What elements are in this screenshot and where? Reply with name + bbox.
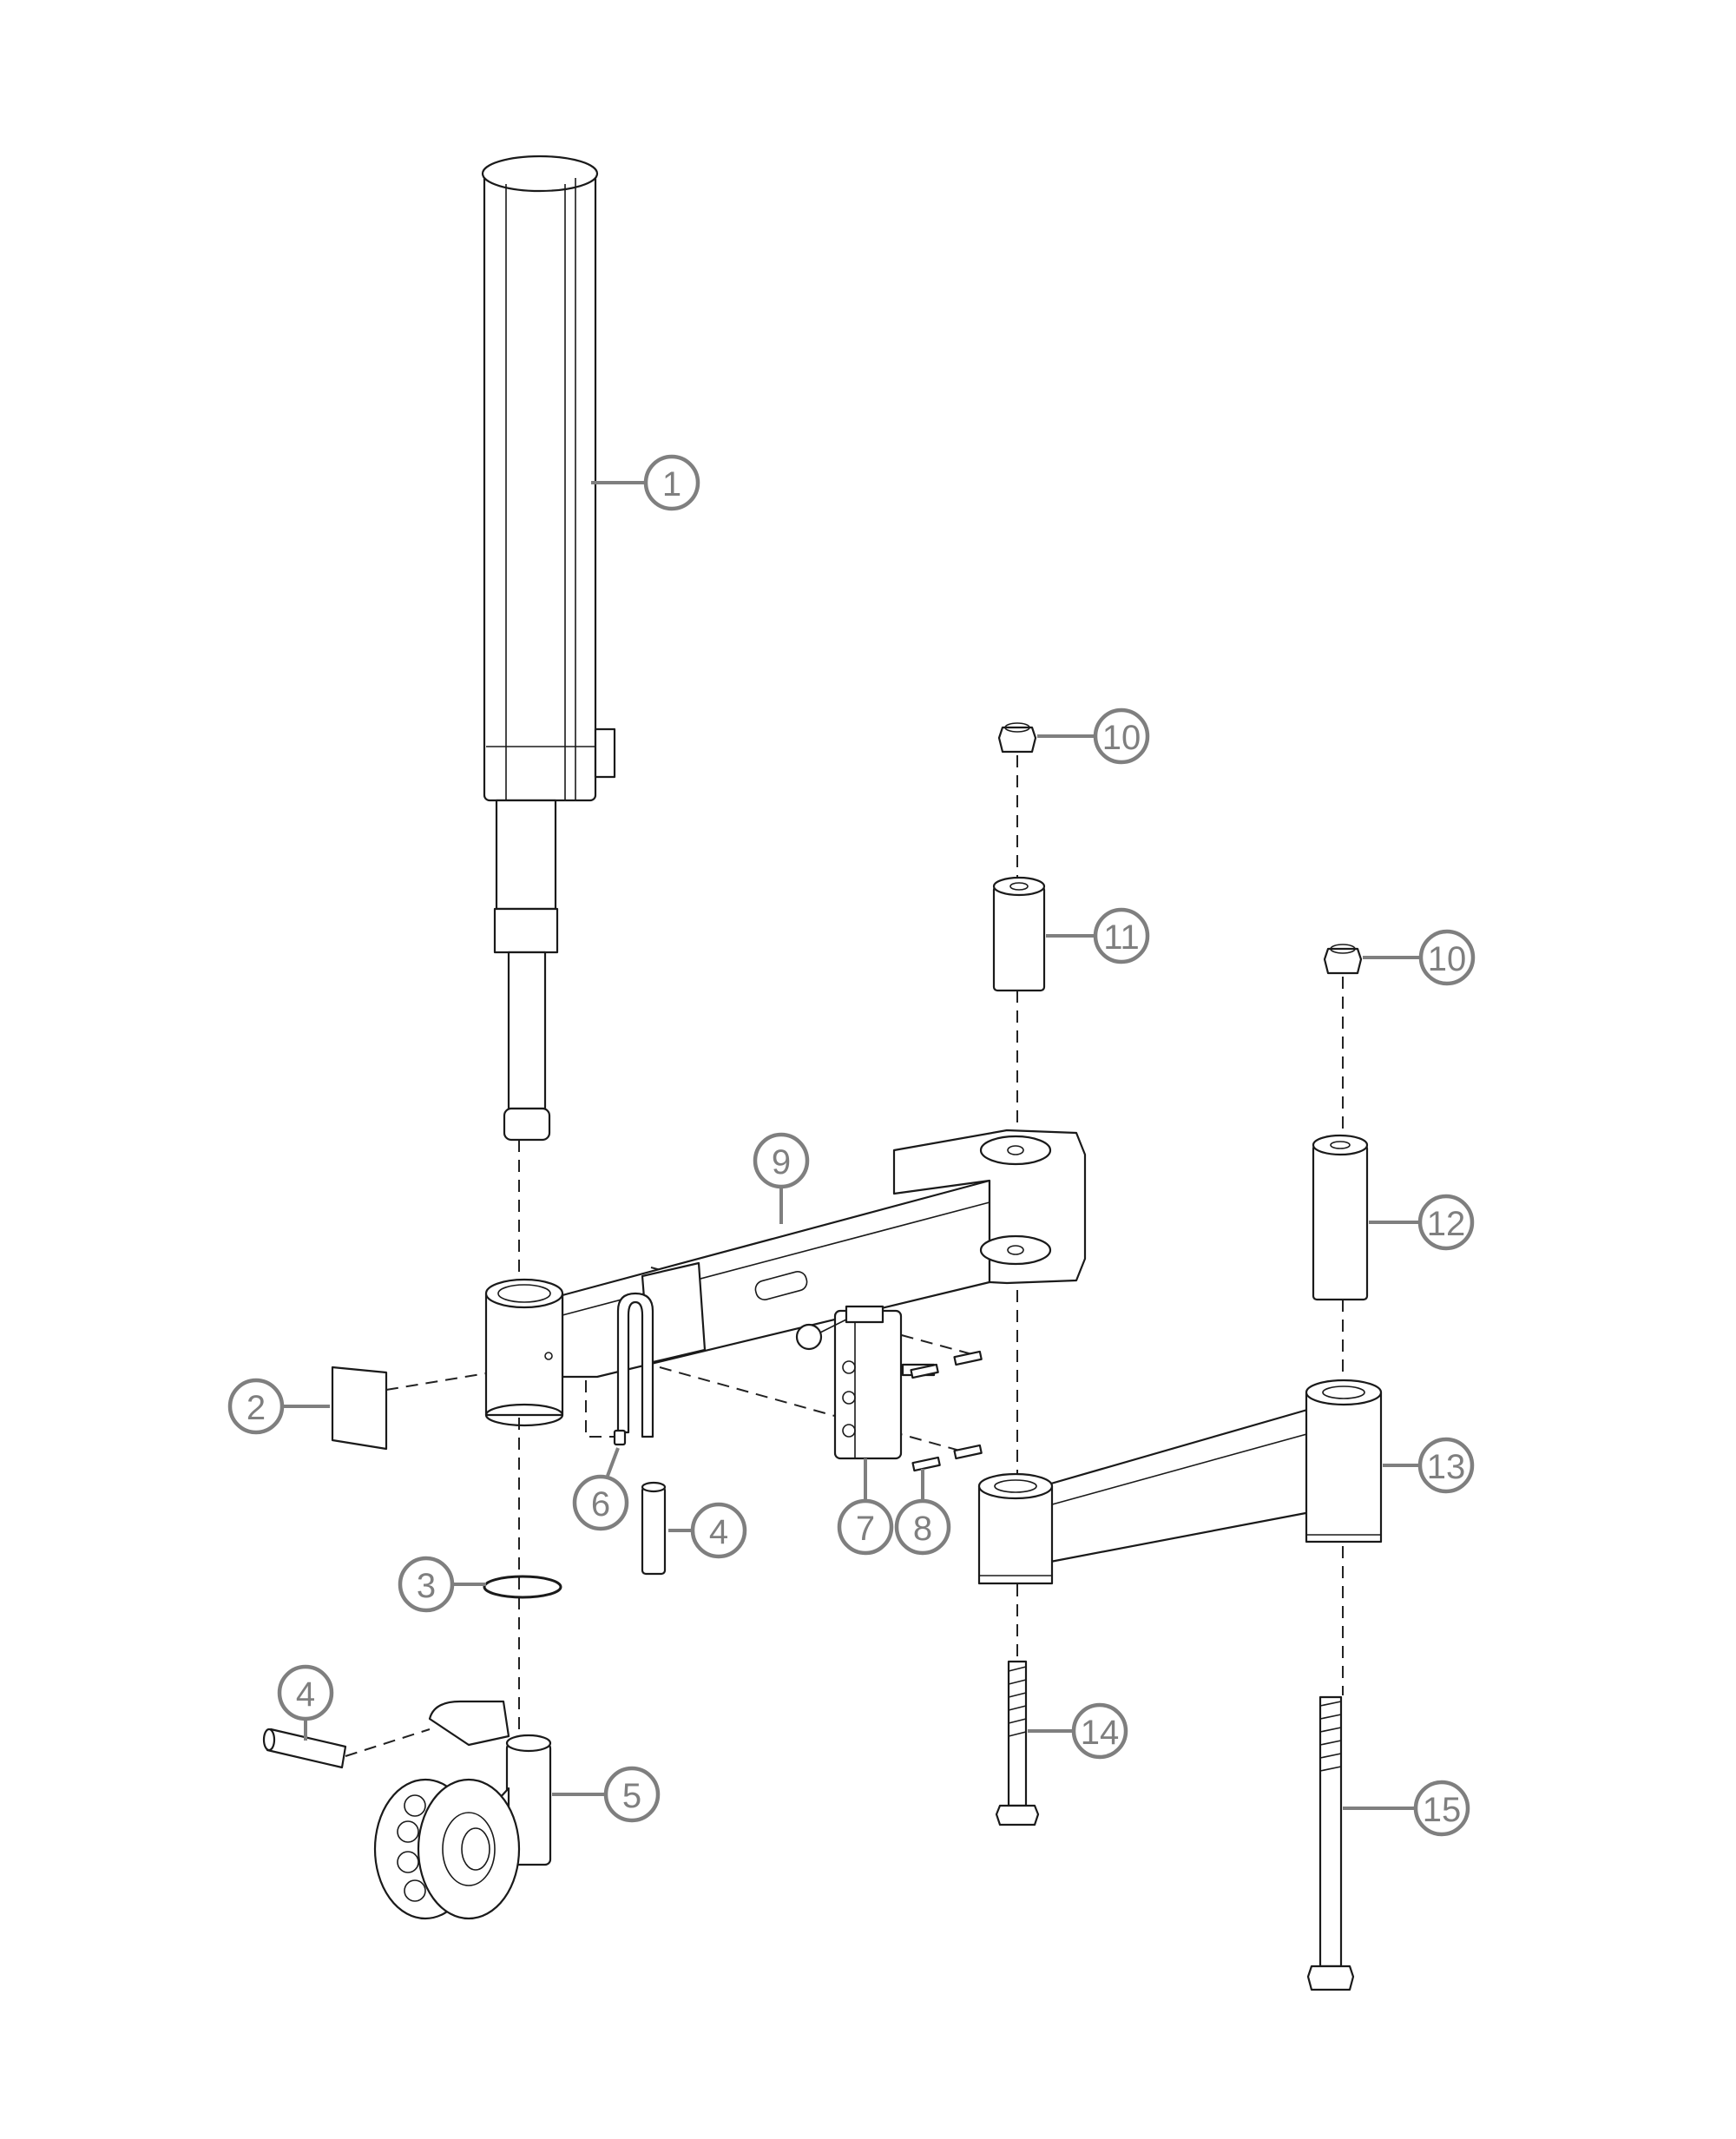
callout-10-upper: 10 bbox=[1093, 708, 1150, 765]
part-8-screws bbox=[910, 1350, 983, 1472]
callout-label: 13 bbox=[1427, 1448, 1466, 1486]
callout-5: 5 bbox=[603, 1766, 661, 1823]
callout-7: 7 bbox=[837, 1498, 894, 1556]
callout-11: 11 bbox=[1093, 907, 1150, 964]
callout-label: 9 bbox=[772, 1143, 791, 1181]
callout-9: 9 bbox=[753, 1132, 810, 1189]
part-2-plate bbox=[331, 1366, 388, 1451]
part-10-nut-right bbox=[1323, 944, 1363, 975]
callout-label: 10 bbox=[1428, 940, 1467, 978]
callout-8: 8 bbox=[894, 1498, 951, 1556]
callout-label: 12 bbox=[1427, 1205, 1466, 1243]
part-1-column bbox=[481, 155, 616, 1142]
part-6-set-screw bbox=[613, 1429, 627, 1446]
leader-lines bbox=[282, 481, 1421, 1810]
callout-label: 2 bbox=[247, 1389, 266, 1427]
part-12-spacer bbox=[1312, 1134, 1369, 1301]
callout-label: 1 bbox=[662, 465, 681, 503]
callout-label: 7 bbox=[856, 1510, 875, 1548]
callout-label: 11 bbox=[1103, 918, 1140, 957]
callout-label: 15 bbox=[1423, 1791, 1462, 1829]
callout-4-upper: 4 bbox=[690, 1502, 747, 1559]
part-3-ring bbox=[483, 1575, 562, 1599]
callout-label: 10 bbox=[1102, 719, 1141, 757]
part-15-bolt bbox=[1306, 1695, 1355, 1991]
callout-label: 4 bbox=[296, 1675, 315, 1714]
callout-label: 6 bbox=[591, 1485, 610, 1524]
callout-13: 13 bbox=[1417, 1437, 1475, 1494]
callout-label: 8 bbox=[913, 1510, 932, 1548]
callout-3: 3 bbox=[398, 1556, 455, 1613]
callout-10-right: 10 bbox=[1418, 929, 1476, 986]
part-14-bolt bbox=[995, 1660, 1040, 1826]
callout-15: 15 bbox=[1413, 1780, 1470, 1837]
callout-label: 5 bbox=[622, 1777, 641, 1815]
callout-6: 6 bbox=[572, 1474, 629, 1531]
part-11-spacer bbox=[992, 876, 1046, 992]
callout-label: 3 bbox=[417, 1567, 436, 1605]
part-9-main-arm bbox=[484, 1129, 1087, 1438]
callout-2: 2 bbox=[227, 1378, 285, 1435]
callout-12: 12 bbox=[1417, 1194, 1475, 1251]
part-7-valve bbox=[795, 1305, 936, 1460]
callout-label: 14 bbox=[1081, 1714, 1120, 1752]
part-4-pin-lower bbox=[262, 1728, 347, 1769]
part-4-pin-upper bbox=[641, 1481, 667, 1576]
part-13-secondary-arm bbox=[977, 1379, 1383, 1585]
callout-label: 4 bbox=[709, 1513, 728, 1551]
callout-1: 1 bbox=[643, 454, 700, 511]
callout-4-lower: 4 bbox=[277, 1664, 334, 1721]
part-10-nut-upper bbox=[997, 722, 1037, 754]
callout-14: 14 bbox=[1071, 1702, 1128, 1760]
part-5-caster bbox=[373, 1700, 552, 1920]
